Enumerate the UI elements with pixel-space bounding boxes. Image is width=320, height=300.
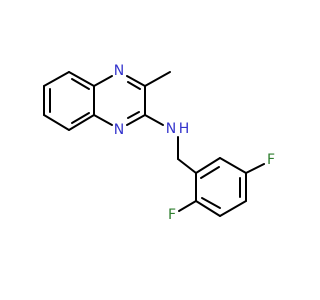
bond-benzo-double-3 bbox=[71, 78, 90, 90]
molecule-structure: N N N H F F bbox=[43, 63, 275, 223]
bond-aryl-f1 bbox=[245, 163, 265, 174]
bond-benzo-4 bbox=[68, 114, 95, 131]
bond-aryl-5 bbox=[195, 200, 221, 217]
bond-aryl-f2 bbox=[178, 200, 197, 212]
bond-methyl bbox=[144, 71, 171, 87]
bond-aryl-2 bbox=[219, 157, 247, 174]
bond-c2-nh bbox=[144, 114, 164, 126]
atom-label-n2: N bbox=[114, 122, 124, 138]
bond-pyrazine-double-2 bbox=[127, 111, 140, 119]
bond-aryl-double-1 bbox=[200, 166, 220, 179]
bond-pyrazine-double-1 bbox=[127, 81, 141, 90]
atom-label-amine-n: N bbox=[166, 121, 176, 137]
bond-benzo-double-2 bbox=[71, 112, 90, 124]
bond-aryl-double-3 bbox=[201, 197, 221, 209]
bond-pyrazine-5 bbox=[93, 114, 113, 126]
bond-ch2-aryl bbox=[177, 158, 197, 174]
atom-label-amine-h: H bbox=[179, 121, 190, 137]
bond-benzo-3 bbox=[43, 114, 70, 131]
bond-benzo-1 bbox=[43, 71, 70, 87]
bond-pyrazine-1 bbox=[93, 75, 113, 87]
atom-label-f2: F bbox=[168, 207, 176, 223]
bond-aryl-1 bbox=[195, 157, 221, 174]
bond-pyrazine-2 bbox=[126, 75, 146, 87]
bond-aryl-4 bbox=[219, 200, 247, 217]
atom-label-f1: F bbox=[267, 152, 275, 168]
molecule-diagram: N N N H F F bbox=[43, 63, 275, 223]
atom-label-n1: N bbox=[114, 63, 124, 79]
bond-pyrazine-4 bbox=[126, 114, 146, 126]
bond-benzo-6 bbox=[68, 71, 95, 87]
